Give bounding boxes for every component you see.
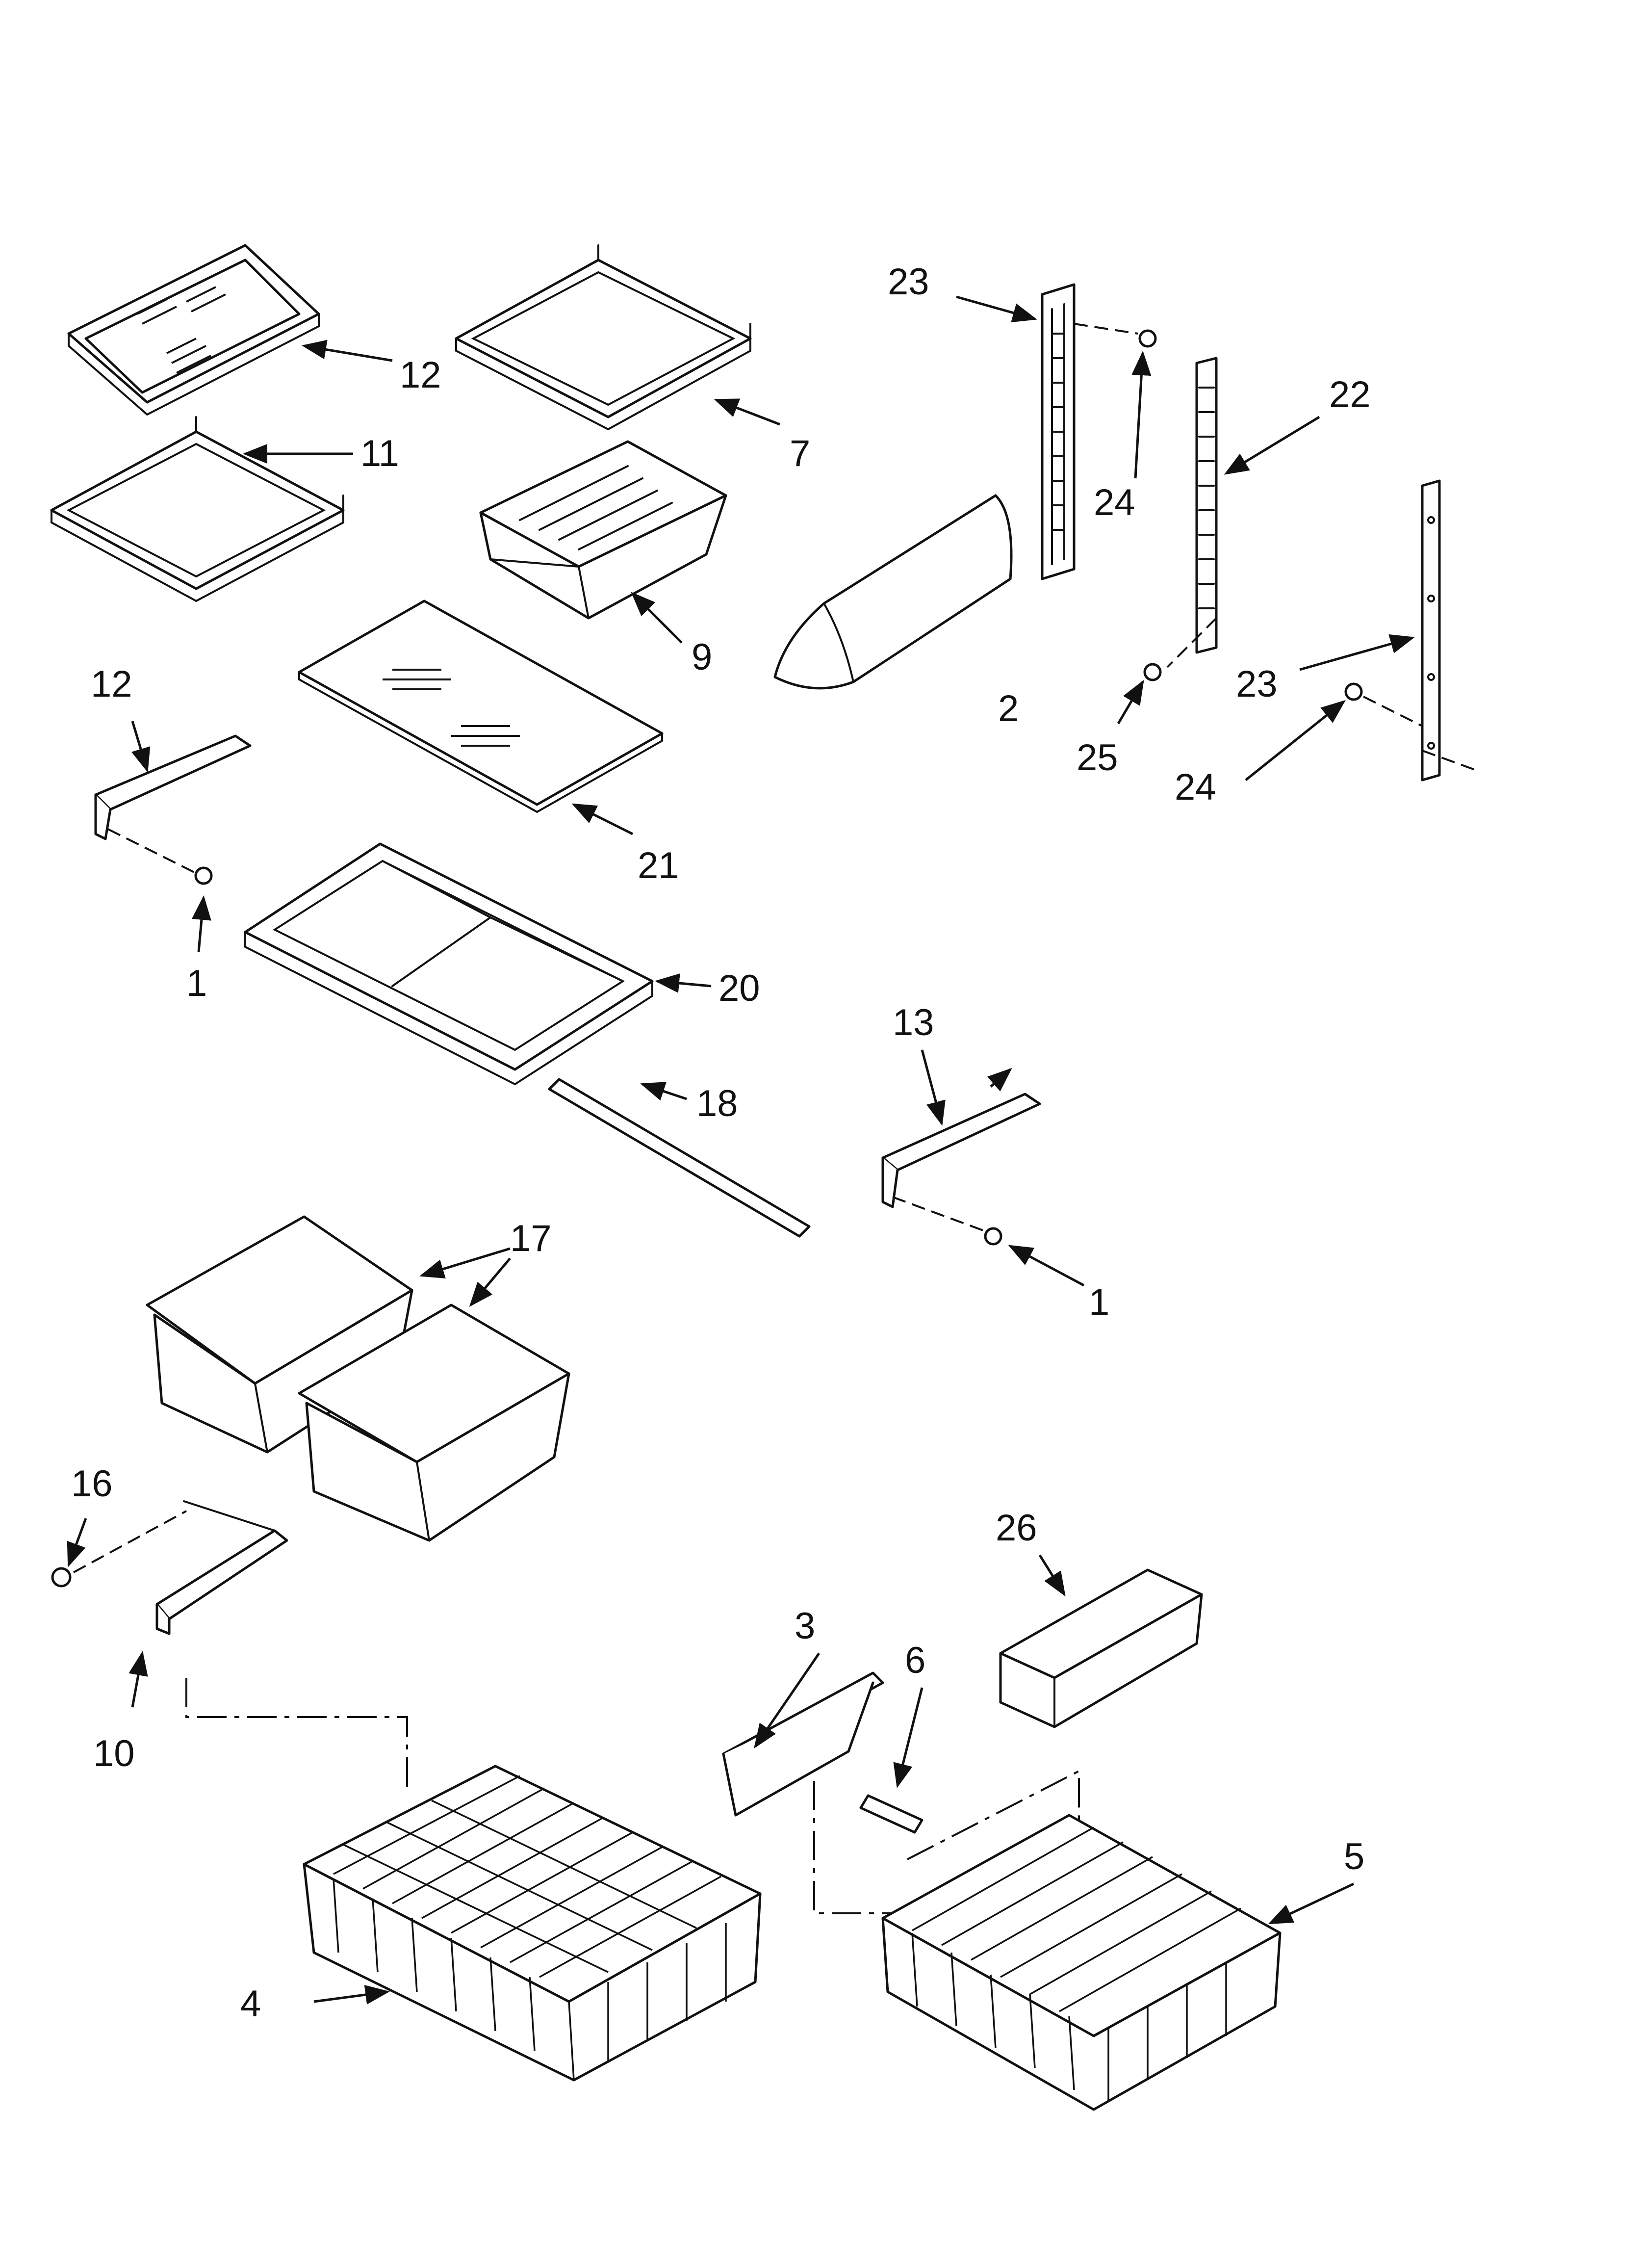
part-20-cover-frame	[244, 842, 654, 1086]
callout-13-left: 12	[91, 663, 132, 705]
part-5-wire-basket	[881, 1814, 1282, 2111]
callout-11: 11	[360, 433, 399, 474]
callout-1-left: 1	[186, 963, 207, 1004]
callout-10: 10	[93, 1733, 135, 1774]
callout-23-right: 23	[1236, 663, 1278, 705]
screws-24-25	[1074, 323, 1477, 771]
callout-24-top: 24	[1094, 482, 1135, 523]
callout-26: 26	[996, 1507, 1037, 1549]
callout-18: 18	[696, 1083, 738, 1124]
callout-13-right: 13	[893, 1002, 934, 1043]
callout-24-bottom: 24	[1175, 766, 1216, 808]
part-23-rail-right	[1421, 479, 1441, 782]
part-26-bin	[999, 1568, 1203, 1728]
callout-6: 6	[905, 1640, 925, 1681]
callout-23-top: 23	[888, 261, 929, 303]
callout-9: 9	[692, 636, 712, 678]
part-7-shelf-frame	[455, 244, 752, 431]
part-21-glass-plate	[298, 600, 664, 813]
callout-2: 2	[998, 688, 1019, 730]
callout-7: 7	[790, 433, 810, 474]
callout-21: 21	[638, 845, 679, 886]
part-2-deflector	[773, 494, 1013, 690]
callout-1-right: 1	[1089, 1281, 1109, 1323]
callout-labels: 12 11 7 9 12 21 1 20 18 13 1 17 16 10 4 …	[71, 261, 1371, 2025]
part-13-bracket-left	[94, 734, 252, 885]
callout-12: 12	[400, 354, 441, 396]
callout-22: 22	[1329, 374, 1371, 416]
part-18-rod	[548, 1078, 811, 1238]
callout-4: 4	[240, 1983, 261, 2025]
callout-25: 25	[1077, 737, 1118, 779]
part-17-crisper-drawers	[146, 1215, 570, 1542]
callout-3: 3	[795, 1605, 815, 1647]
part-22-rail	[1195, 357, 1218, 654]
part-12-glass-shelf	[67, 244, 320, 416]
part-4-wire-basket	[303, 1765, 762, 2082]
callout-17: 17	[510, 1218, 552, 1259]
part-13-bracket-right	[881, 1093, 1041, 1246]
part-23-rail-left	[1041, 283, 1076, 580]
callout-5: 5	[1344, 1836, 1364, 1877]
part-11-shelf-frame	[50, 416, 345, 602]
callout-16: 16	[71, 1463, 113, 1505]
callout-20: 20	[718, 967, 760, 1009]
leader-lines	[67, 295, 1415, 2005]
part-9-drawer	[479, 440, 727, 620]
part-16-screw	[51, 1510, 187, 1588]
part-10-divider	[155, 1500, 408, 1791]
